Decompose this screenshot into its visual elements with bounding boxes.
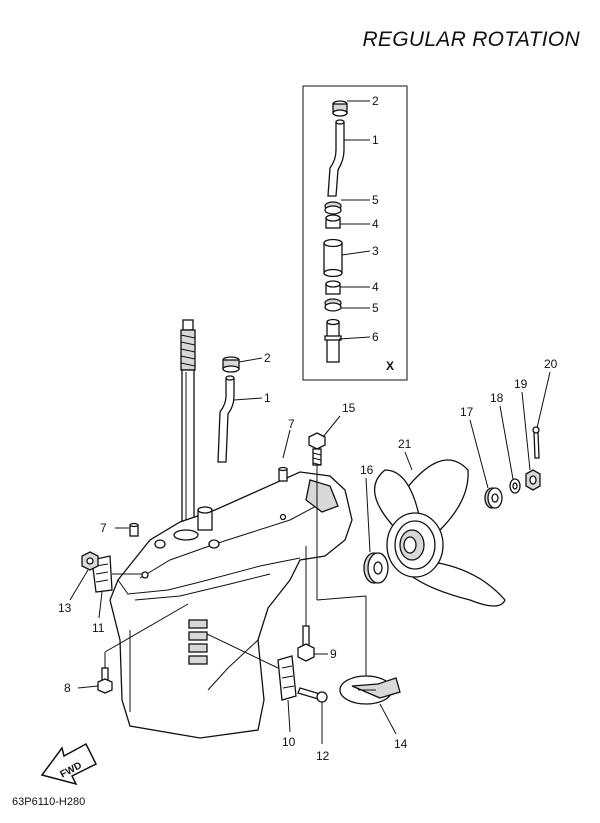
callout-9: 9 <box>330 647 337 661</box>
callout-inset-5b: 5 <box>372 301 379 315</box>
callout-inset-1: 1 <box>372 133 379 147</box>
callout-20: 20 <box>544 357 558 371</box>
inset-water-tube[interactable] <box>327 121 345 197</box>
bolt-15[interactable] <box>308 432 326 466</box>
inset-bushing-upper[interactable] <box>325 214 341 229</box>
callout-21: 21 <box>398 437 412 451</box>
inset-tube-end[interactable] <box>324 318 342 363</box>
screw-12[interactable] <box>297 687 328 703</box>
callout-18: 18 <box>490 391 504 405</box>
callout-inset-5a: 5 <box>372 193 379 207</box>
nut-13[interactable] <box>81 551 99 571</box>
inset-grommet[interactable] <box>332 100 348 117</box>
callout-10: 10 <box>282 735 296 749</box>
inset-marker: X <box>386 359 394 373</box>
callout-inset-3: 3 <box>372 244 379 258</box>
prop-nut-19[interactable] <box>525 469 541 491</box>
callout-11: 11 <box>92 621 105 635</box>
callout-7b: 7 <box>100 521 107 535</box>
washer-18[interactable] <box>509 478 521 494</box>
lower-casing[interactable] <box>109 471 353 739</box>
inset-sleeve[interactable] <box>323 238 343 278</box>
water-intake-grill <box>188 619 208 665</box>
propeller-21[interactable] <box>373 459 506 607</box>
callout-17: 17 <box>460 405 474 419</box>
callout-14: 14 <box>394 737 408 751</box>
dowel-pin-upper[interactable] <box>278 466 288 482</box>
drive-shaft[interactable] <box>180 319 196 533</box>
callout-main-2: 2 <box>264 351 271 365</box>
fwd-arrow-icon: FWD <box>40 742 98 786</box>
water-tube[interactable] <box>217 377 235 463</box>
diagram-title: REGULAR ROTATION <box>362 28 580 51</box>
inset-seal-upper[interactable] <box>324 201 342 215</box>
callout-inset-4a: 4 <box>372 217 379 231</box>
callout-main-1: 1 <box>264 391 271 405</box>
bolt-8[interactable] <box>97 667 113 694</box>
thrust-spacer-16[interactable] <box>363 552 389 584</box>
inset-seal-lower[interactable] <box>324 298 342 312</box>
trim-tab-14[interactable] <box>339 675 401 705</box>
water-tube-grommet[interactable] <box>222 356 240 373</box>
diagram-code: 63P6110-H280 <box>12 796 86 808</box>
grill-clip-10[interactable] <box>277 655 297 701</box>
dowel-pin-lower[interactable] <box>129 522 139 537</box>
bolt-9[interactable] <box>297 625 315 662</box>
callout-13: 13 <box>58 601 72 615</box>
callout-inset-2: 2 <box>372 94 379 108</box>
callout-inset-6: 6 <box>372 330 379 344</box>
callout-19: 19 <box>514 377 528 391</box>
callout-15: 15 <box>342 401 356 415</box>
callout-8: 8 <box>64 681 71 695</box>
callout-12: 12 <box>316 749 330 763</box>
washer-17[interactable] <box>484 487 503 509</box>
inset-box <box>302 85 408 381</box>
callout-inset-4b: 4 <box>372 280 379 294</box>
cotter-pin-20[interactable] <box>532 426 540 459</box>
inset-bushing-lower[interactable] <box>325 280 341 295</box>
callout-7a: 7 <box>288 417 295 431</box>
callout-16: 16 <box>360 463 374 477</box>
